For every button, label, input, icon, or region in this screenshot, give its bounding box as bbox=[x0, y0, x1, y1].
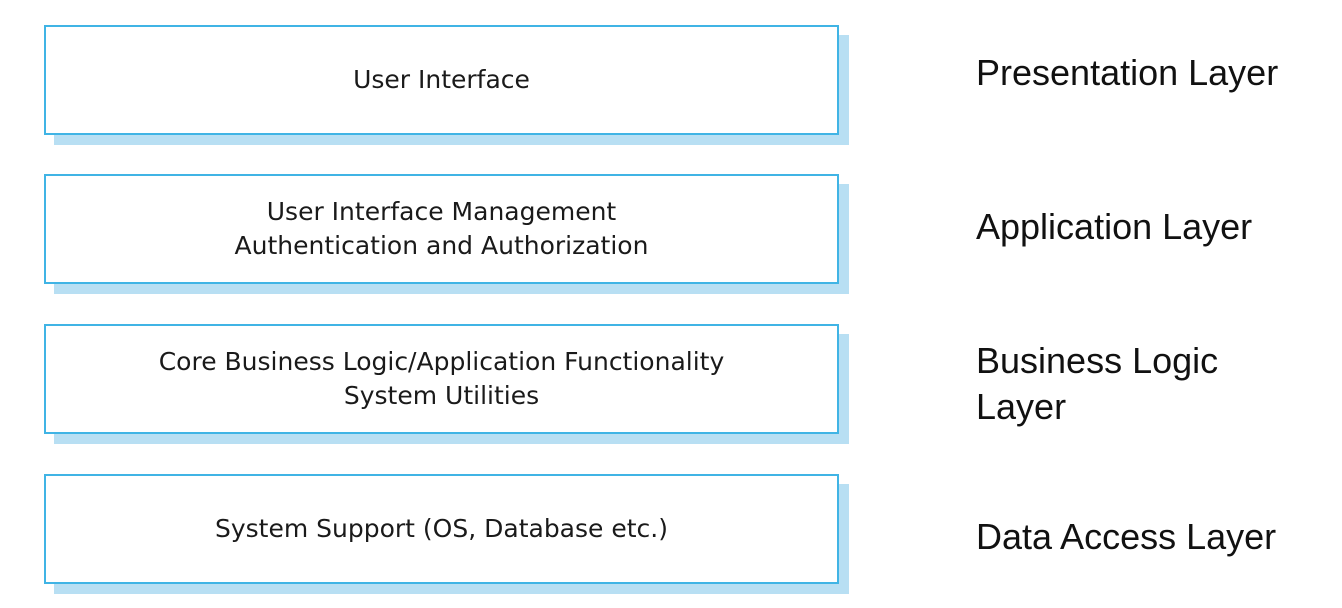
application-layer-label: Application Layer bbox=[976, 204, 1252, 250]
data-access-layer-label: Data Access Layer bbox=[976, 514, 1276, 560]
business-logic-box: Core Business Logic/Application Function… bbox=[44, 324, 839, 434]
label-text-line: Presentation Layer bbox=[976, 52, 1279, 93]
presentation-layer-label: Presentation Layer bbox=[976, 50, 1278, 96]
box-text-line: System Utilities bbox=[343, 381, 540, 410]
label-text-line: Application Layer bbox=[976, 206, 1253, 247]
label-text-line: Data Access Layer bbox=[976, 516, 1277, 557]
label-text-line: Layer bbox=[976, 386, 1067, 427]
application-box: User Interface Management Authentication… bbox=[44, 174, 839, 284]
box-text-line: Authentication and Authorization bbox=[234, 231, 649, 260]
box-text-line: Core Business Logic/Application Function… bbox=[158, 347, 725, 376]
system-support-box: System Support (OS, Database etc.) bbox=[44, 474, 839, 584]
user-interface-box: User Interface bbox=[44, 25, 839, 135]
label-text-line: Business Logic bbox=[976, 340, 1219, 381]
box-text-line: User Interface Management bbox=[266, 197, 617, 226]
box-text-line: User Interface bbox=[353, 65, 530, 94]
box-text-line: System Support (OS, Database etc.) bbox=[214, 514, 668, 543]
business-logic-layer-label: Business Logic Layer bbox=[976, 338, 1218, 430]
